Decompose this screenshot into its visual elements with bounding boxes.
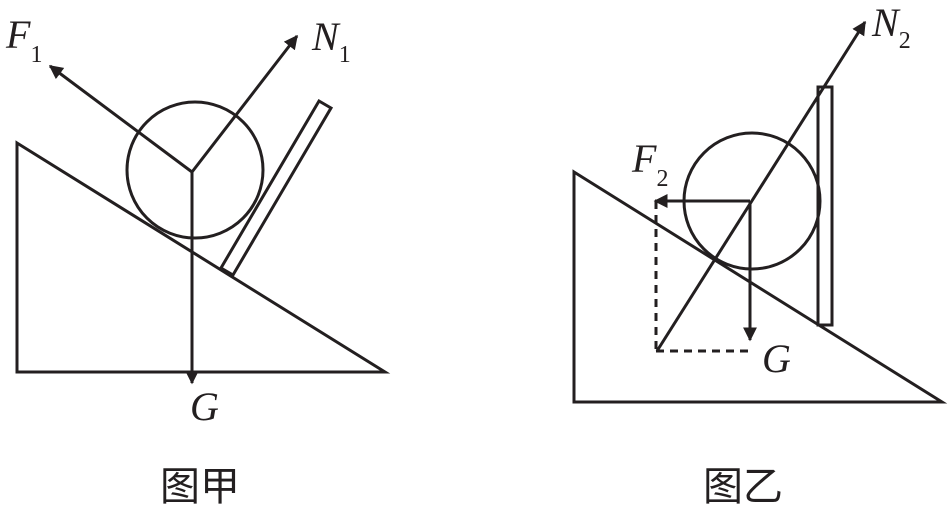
normal-arrow-right (655, 20, 867, 352)
normal-arrow-left (190, 34, 299, 173)
figure-right: F2 N2 G 图乙 (572, 0, 948, 510)
caption-left: 图甲 (160, 464, 240, 510)
incline-left (15, 140, 391, 374)
caption-right: 图乙 (703, 464, 783, 510)
incline-right (572, 169, 948, 404)
friction-arrow-left (48, 64, 193, 174)
normal-label-left: N1 (311, 14, 351, 68)
board-left (218, 98, 334, 278)
friction-label-right: F2 (631, 136, 668, 192)
gravity-label-right: G (762, 336, 791, 381)
normal-label-right: N2 (871, 0, 911, 54)
friction-label-left: F1 (5, 12, 42, 68)
ball-left (125, 100, 265, 240)
figure-left: F1 N1 G 图甲 (5, 12, 391, 510)
gravity-label-left: G (190, 384, 219, 429)
